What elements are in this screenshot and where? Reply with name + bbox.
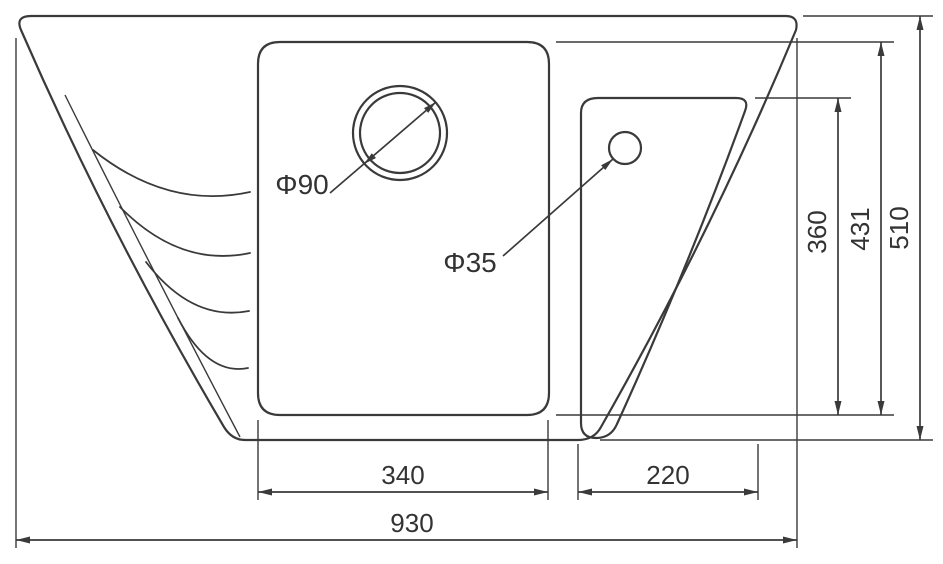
drain-hole-inner-circle: [358, 91, 442, 175]
sink-outline: [18, 14, 798, 442]
drainboard-rib: [145, 261, 250, 314]
arrowhead: [877, 42, 885, 56]
dim-side-bowl-width-label: 220: [646, 460, 689, 490]
drain-hole: [351, 84, 449, 182]
side-bowl-outline: [579, 96, 748, 440]
arrowhead: [601, 159, 613, 170]
dim-side-bowl-width: 220: [578, 460, 758, 496]
arrowhead: [424, 102, 436, 113]
dim-overall-width-label: 930: [390, 508, 433, 538]
tap-hole-diameter-label: Φ35: [443, 247, 496, 278]
arrowhead: [783, 536, 797, 544]
dim-overall-depth-label: 510: [884, 206, 914, 249]
arrowhead: [834, 98, 842, 112]
arrowhead: [744, 488, 758, 496]
arrowhead: [364, 153, 376, 164]
left-wing-inner-rim: [64, 94, 241, 438]
dim-main-bowl-length: 431: [845, 42, 885, 415]
drain-hole-outer-circle: [351, 84, 449, 182]
main-bowl: [256, 40, 551, 417]
tap-hole-circle: [607, 130, 643, 166]
dim-main-bowl-width-label: 340: [381, 460, 424, 490]
arrowhead: [578, 488, 592, 496]
side-bowl: [579, 96, 748, 440]
leader-drain-diameter: Φ90: [275, 101, 437, 200]
main-bowl-outline: [256, 40, 551, 417]
drainboard-rib: [92, 149, 251, 198]
leader-line: [329, 101, 437, 194]
dim-main-bowl-width: 340: [258, 460, 548, 496]
leader-line: [502, 158, 614, 257]
arrowhead: [877, 401, 885, 415]
sink-outer-edge: [18, 14, 798, 442]
arrowhead: [916, 16, 924, 30]
dim-side-bowl-length: 360: [802, 98, 842, 415]
dim-main-bowl-length-label: 431: [845, 207, 875, 250]
arrowhead: [834, 401, 842, 415]
drainboard-ribs: [92, 149, 251, 370]
extension-lines: [15, 15, 933, 548]
arrowhead: [916, 426, 924, 440]
drainboard-rib: [177, 317, 249, 370]
arrowhead: [16, 536, 30, 544]
arrowhead: [258, 488, 272, 496]
dim-overall-width: 930: [16, 508, 797, 544]
leader-tap-hole-diameter: Φ35: [443, 158, 614, 278]
drain-diameter-label: Φ90: [275, 169, 328, 200]
dim-overall-depth: 510: [884, 16, 924, 440]
dim-side-bowl-length-label: 360: [802, 210, 832, 253]
arrowhead: [534, 488, 548, 496]
drainboard-rib: [119, 206, 251, 257]
